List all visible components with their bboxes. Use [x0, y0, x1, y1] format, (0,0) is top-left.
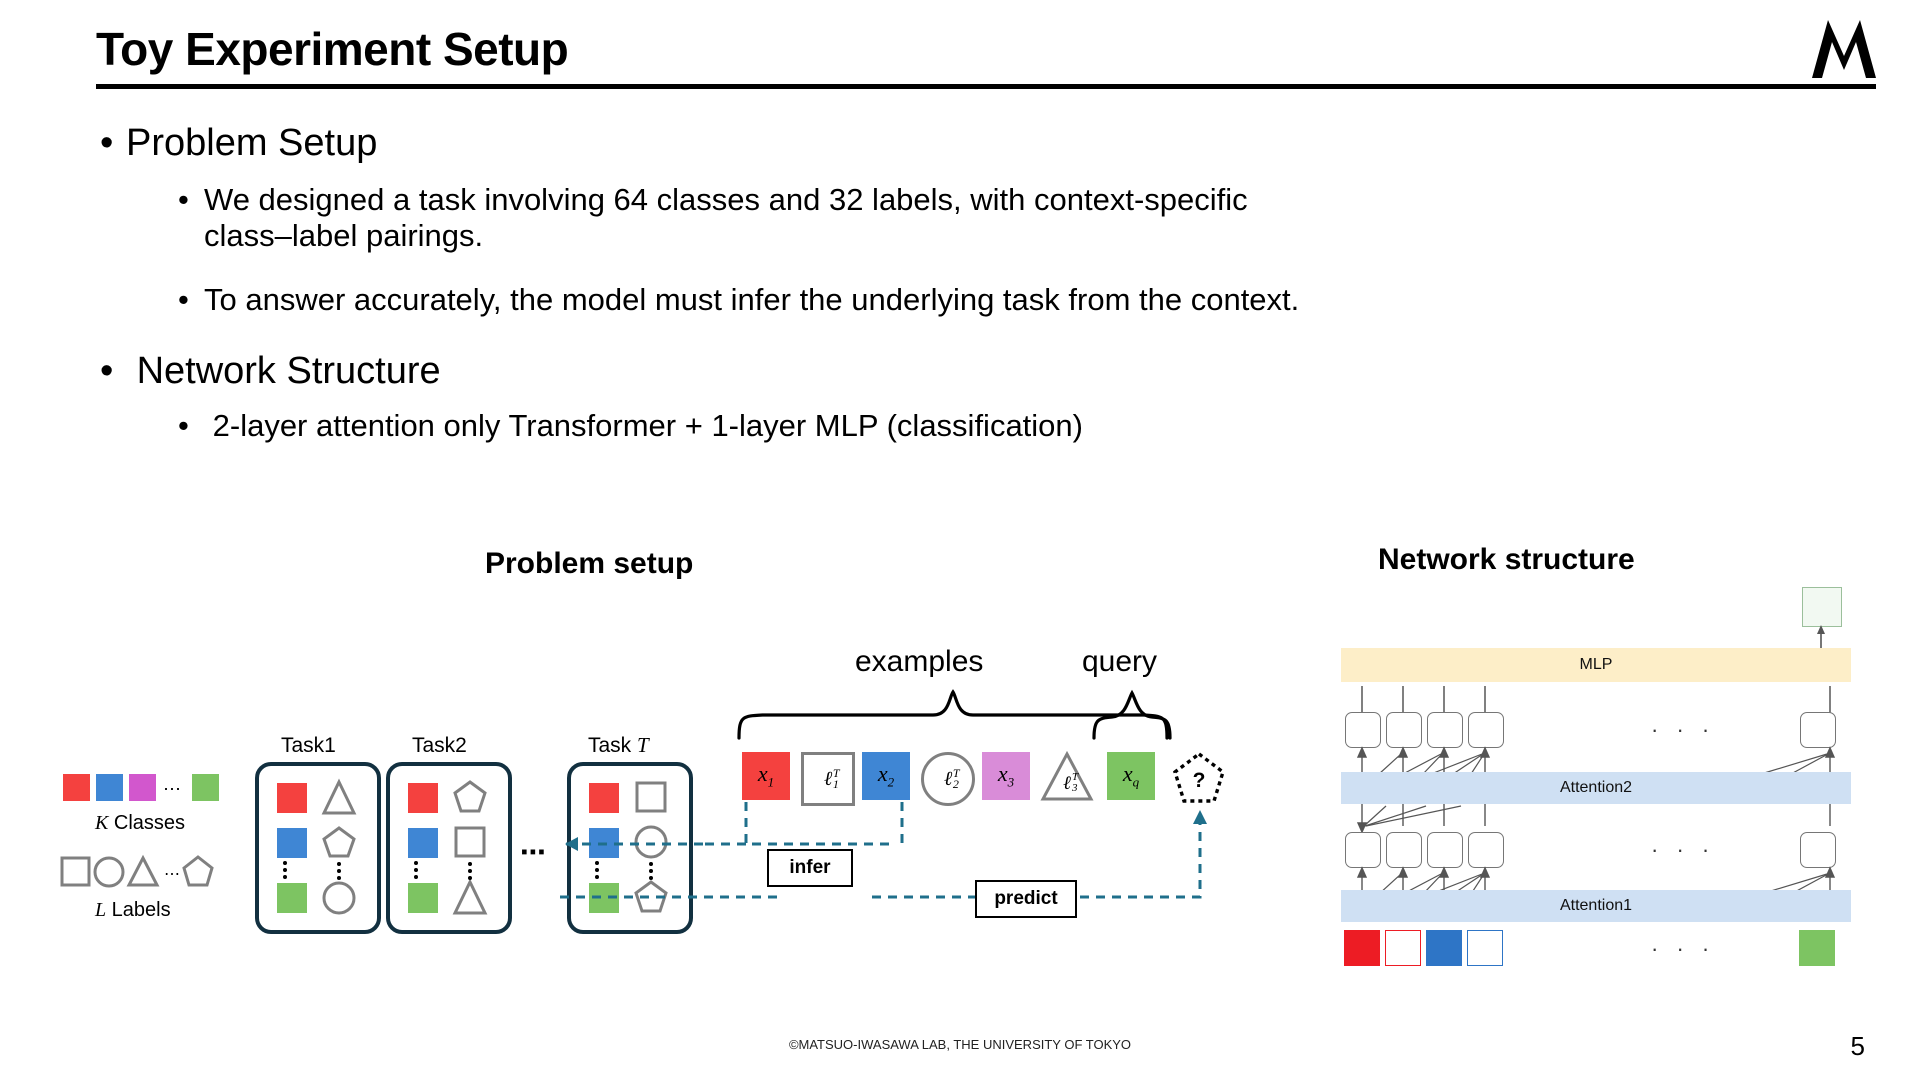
bullet-glyph: •: [100, 350, 114, 392]
network-layer2-cell-4: [1468, 712, 1504, 748]
bullet-glyph: •: [100, 122, 114, 164]
task1-class-1: [277, 783, 307, 813]
task1-label-shapes-icon: [321, 778, 357, 915]
task-box-3: [567, 762, 693, 934]
task2-class-2: [408, 828, 438, 858]
network-layer1-cell-2: [1386, 832, 1422, 868]
slide-footer: ©MATSUO-IWASAWA LAB, THE UNIVERSITY OF T…: [788, 1037, 1132, 1052]
bullet-sub-transformer-mlp: • 2-layer attention only Transformer + 1…: [178, 408, 1083, 443]
title-underline: [96, 84, 1876, 89]
token-x3: x3: [982, 752, 1030, 800]
token-x2: x2: [862, 752, 910, 800]
task2-class-1: [408, 783, 438, 813]
network-attention2-input-arrows-icon: [1356, 804, 1831, 834]
svg-text:⋯: ⋯: [164, 866, 180, 883]
figure-caption-network-structure: Network structure: [1378, 543, 1635, 576]
network-input-token-1: [1344, 930, 1380, 966]
network-input-ellipsis: · · ·: [1651, 936, 1716, 961]
bullet-sub-designed-task-line2: class–label pairings.: [204, 218, 484, 254]
page-number: 5: [1850, 1031, 1865, 1061]
network-attention1-bar: Attention1: [1341, 890, 1851, 922]
task-label-1: Task1: [281, 734, 336, 757]
taskT-class-vertical-dots-icon: [595, 861, 599, 879]
legend-class-swatch-4: [192, 774, 219, 801]
task-label-2: Task2: [412, 734, 467, 757]
network-mlp-bar: MLP: [1341, 648, 1851, 682]
task2-label-shapes-icon: [452, 780, 488, 915]
network-input-token-3: [1426, 930, 1462, 966]
network-input-token-2: [1385, 930, 1421, 966]
network-input-token-4: [1467, 930, 1503, 966]
legend-class-swatch-2: [96, 774, 123, 801]
examples-label: examples: [855, 645, 984, 678]
network-layer1-cell-4: [1468, 832, 1504, 868]
bullet-problem-setup: •Problem Setup: [100, 122, 378, 164]
network-layer1-cell-last: [1800, 832, 1836, 868]
bullet-glyph: •: [178, 408, 189, 443]
task-box-1: [255, 762, 381, 934]
dashed-flow-arrows-icon: [560, 802, 1207, 899]
matsuo-iwasawa-lab-logo-icon: [1808, 16, 1880, 82]
task1-class-2: [277, 828, 307, 858]
taskT-class-1: [589, 783, 619, 813]
task-sequence-ellipsis: ⋯: [520, 838, 548, 868]
network-layer1-ellipsis: · · ·: [1651, 837, 1716, 862]
network-input-token-last: [1799, 930, 1835, 966]
token-x1: x1: [742, 752, 790, 800]
query-brace-icon: [1092, 689, 1172, 740]
bullet-network-structure: • Network Structure: [100, 350, 441, 392]
page-title: Toy Experiment Setup: [96, 23, 569, 75]
network-layer2-ellipsis: · · ·: [1651, 717, 1716, 742]
bullet-glyph: •: [178, 182, 189, 217]
task2-class-3: [408, 883, 438, 913]
query-label: query: [1082, 645, 1158, 678]
network-layer2-cell-2: [1386, 712, 1422, 748]
task1-class-3: [277, 883, 307, 913]
token-xq: xq: [1107, 752, 1155, 800]
network-output-cell: [1802, 587, 1842, 627]
figure-caption-problem-setup: Problem setup: [485, 547, 694, 580]
taskT-label-shapes-icon: [634, 781, 668, 913]
task-label-3: Task T: [588, 733, 649, 757]
network-layer2-cell-3: [1427, 712, 1463, 748]
task2-class-vertical-dots-icon: [414, 861, 418, 879]
legend-class-ellipsis: ⋯: [163, 779, 181, 799]
network-mlp-input-arrows-icon: [1361, 686, 1831, 714]
predict-tag: predict: [975, 880, 1077, 918]
legend-label-shapes-icon: ⋯: [60, 854, 214, 888]
network-layer2-cell-1: [1345, 712, 1381, 748]
network-layer2-cell-last: [1800, 712, 1836, 748]
bullet-sub-infer-task: •To answer accurately, the model must in…: [178, 282, 1300, 317]
legend-l-labels-label: L Labels: [95, 899, 171, 921]
bullet-sub-designed-task: •We designed a task involving 64 classes…: [178, 182, 1858, 255]
legend-class-swatch-1: [63, 774, 90, 801]
network-attention2-bar: Attention2: [1341, 772, 1851, 804]
task1-class-vertical-dots-icon: [283, 861, 287, 879]
task-box-2: [386, 762, 512, 934]
bullet-glyph: •: [178, 282, 189, 317]
token-answer-unknown: ?: [1172, 751, 1226, 804]
infer-tag: infer: [767, 849, 853, 887]
network-layer1-cell-1: [1345, 832, 1381, 868]
unknown-question-mark: ?: [1192, 769, 1206, 792]
legend-class-swatch-3: [129, 774, 156, 801]
network-attention2-output-arrows-icon: [1356, 746, 1836, 775]
legend-k-classes-label: K Classes: [95, 812, 186, 834]
network-layer1-cell-3: [1427, 832, 1463, 868]
